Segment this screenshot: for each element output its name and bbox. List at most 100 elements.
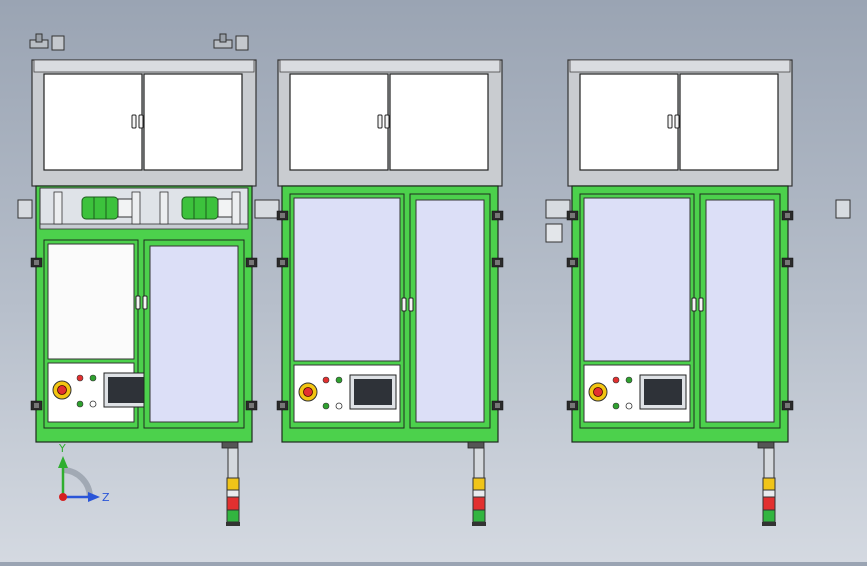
- lower-door-handle-b: [142, 295, 148, 310]
- light-tower-icon: [472, 447, 486, 526]
- hinge-bracket-4-bolt: [495, 403, 500, 408]
- reset-button-icon: [335, 402, 343, 410]
- triad-arc: [63, 467, 93, 498]
- start-button-icon: [322, 402, 330, 410]
- lower-door-handle-b: [698, 297, 704, 312]
- conveyor-rail-left-stub: [17, 199, 33, 219]
- conveyor-rails: [17, 199, 851, 243]
- lower-door-left-panel: [583, 197, 691, 362]
- control-panel: [47, 362, 151, 423]
- hinge-bracket-1-bolt: [280, 260, 285, 265]
- upper-door-right: [143, 73, 243, 171]
- conveyor-post-1: [53, 191, 63, 225]
- lower-door-left-panel: [293, 197, 401, 362]
- upper-door-handle-b: [138, 114, 144, 129]
- coordinate-triad: Y Z: [58, 442, 110, 504]
- light-tower-pole: [227, 447, 239, 481]
- start-button-icon: [612, 402, 620, 410]
- hinge-bracket-4-bolt: [249, 403, 254, 408]
- upper-door-left: [579, 73, 679, 171]
- upper-door-right: [679, 73, 779, 171]
- light-tower-spacer-1: [762, 489, 776, 498]
- light-tower-icon: [762, 447, 776, 526]
- bottom-foot: [757, 441, 775, 449]
- sensor-bracket: [545, 223, 563, 243]
- light-tower-red: [226, 496, 240, 511]
- indicator-red-icon: [322, 376, 330, 384]
- leveling-foot-left-block: [51, 35, 65, 51]
- leveling-foot-left-stem: [35, 33, 43, 43]
- module-left: [29, 33, 258, 526]
- conveyor-post-4: [231, 191, 241, 225]
- emergency-stop-mushroom: [593, 387, 603, 397]
- hmi-screen-icon: [354, 379, 392, 405]
- lower-door-handle-a: [691, 297, 697, 312]
- start-button-icon: [76, 400, 84, 408]
- emergency-stop-mushroom: [303, 387, 313, 397]
- light-tower-pole: [473, 447, 485, 481]
- hinge-bracket-1-bolt: [570, 260, 575, 265]
- light-tower-red: [472, 496, 486, 511]
- upper-cabinet-top-rail: [569, 59, 791, 73]
- hinge-bracket-2-bolt: [570, 403, 575, 408]
- upper-door-handle-a: [377, 114, 383, 129]
- upper-door-handle-a: [131, 114, 137, 129]
- hinge-bracket-2-bolt: [34, 403, 39, 408]
- lower-door-handle-b: [408, 297, 414, 312]
- hmi-screen-icon: [644, 379, 682, 405]
- indicator-red-icon: [76, 374, 84, 382]
- conveyor-post-3: [159, 191, 169, 225]
- y-axis-arrowhead: [58, 456, 68, 468]
- light-tower-pole: [763, 447, 775, 481]
- conveyor-base-rail: [39, 223, 249, 230]
- control-panel: [293, 364, 401, 423]
- light-tower-green: [472, 509, 486, 523]
- indicator-red-icon: [612, 376, 620, 384]
- light-tower-red: [762, 496, 776, 511]
- roller-2: [181, 196, 219, 220]
- upper-door-left: [43, 73, 143, 171]
- reset-button-icon: [625, 402, 633, 410]
- lower-door-right-glass: [149, 245, 239, 423]
- light-tower-yellow: [226, 477, 240, 491]
- module-right: [566, 59, 794, 526]
- bottom-foot: [467, 441, 485, 449]
- z-axis-arrowhead: [88, 492, 100, 502]
- lower-door-right-glass: [415, 199, 485, 423]
- upper-door-handle-b: [384, 114, 390, 129]
- upper-cabinet-top-rail: [279, 59, 501, 73]
- hinge-bracket-top-right-bolt: [785, 213, 790, 218]
- upper-door-left: [289, 73, 389, 171]
- conveyor-rail-right-stub: [835, 199, 851, 219]
- reset-button-icon: [89, 400, 97, 408]
- indicator-green-icon: [89, 374, 97, 382]
- z-axis-label: Z: [102, 491, 110, 504]
- lower-door-handle-a: [401, 297, 407, 312]
- indicator-green-icon: [335, 376, 343, 384]
- lower-door-left-panel: [47, 243, 135, 360]
- hinge-bracket-top-left-bolt: [570, 213, 575, 218]
- hinge-bracket-4-bolt: [785, 403, 790, 408]
- upper-cabinet-top-rail: [33, 59, 255, 73]
- light-tower-green: [762, 509, 776, 523]
- hinge-bracket-3-bolt: [495, 260, 500, 265]
- roller-1: [81, 196, 119, 220]
- module-middle: [276, 59, 504, 526]
- lower-door-right-glass: [705, 199, 775, 423]
- light-tower-spacer-1: [472, 489, 486, 498]
- light-tower-icon: [226, 447, 240, 526]
- upper-door-handle-b: [674, 114, 680, 129]
- light-tower-green: [226, 509, 240, 523]
- hinge-bracket-top-left-bolt: [280, 213, 285, 218]
- hinge-bracket-top-right-bolt: [495, 213, 500, 218]
- light-tower-spacer-1: [226, 489, 240, 498]
- light-tower-base: [472, 522, 486, 526]
- lower-door-handle-a: [135, 295, 141, 310]
- leveling-foot-right-stem: [219, 33, 227, 43]
- light-tower-base: [226, 522, 240, 526]
- hinge-bracket-2-bolt: [280, 403, 285, 408]
- upper-door-handle-a: [667, 114, 673, 129]
- emergency-stop-mushroom: [57, 385, 67, 395]
